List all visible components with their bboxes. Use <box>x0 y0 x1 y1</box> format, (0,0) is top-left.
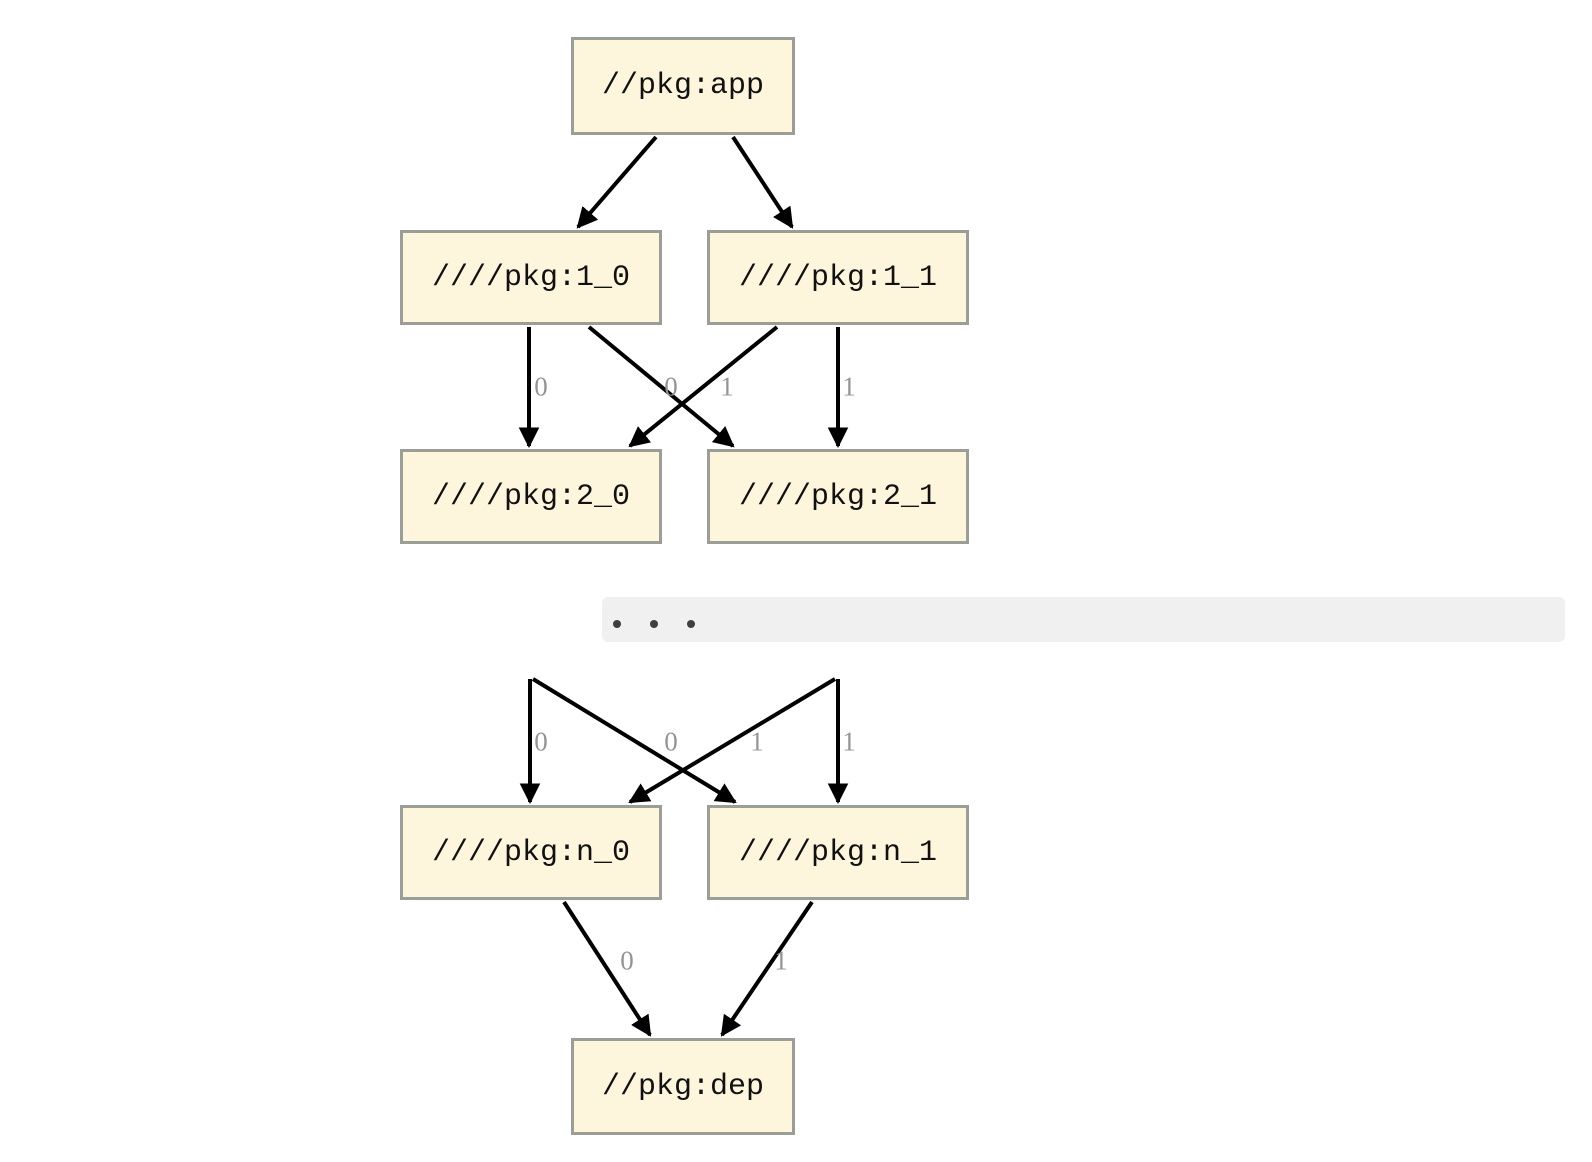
ellipsis-separator-band <box>602 597 1565 642</box>
graph-edge-n_1-to-dep <box>720 900 814 1037</box>
graph-node-n_1[interactable]: ////pkg:n_1 <box>707 805 969 900</box>
graph-edge-label: 0 <box>534 726 548 757</box>
ellipsis-dot <box>650 620 658 628</box>
graph-edge-label: 1 <box>774 945 788 976</box>
edges-group <box>518 135 849 1037</box>
graph-node-1_0[interactable]: ////pkg:1_0 <box>400 230 662 325</box>
ellipsis-dots <box>613 620 695 628</box>
graph-edge-src-to-n_0 <box>628 677 837 804</box>
graph-node-label: ////pkg:1_1 <box>738 260 938 295</box>
graph-edge-app-to-1_0 <box>576 135 658 229</box>
graph-edge-label: 1 <box>842 371 856 402</box>
ellipsis-dot <box>613 620 621 628</box>
graph-edge-label: 1 <box>720 371 734 402</box>
graph-node-label: ////pkg:2_0 <box>431 479 631 514</box>
graph-edge-app-to-1_1 <box>731 135 794 229</box>
graph-edge-label: 1 <box>750 726 764 757</box>
graph-node-label: ////pkg:1_0 <box>431 260 631 295</box>
graph-node-1_1[interactable]: ////pkg:1_1 <box>707 230 969 325</box>
graph-node-label: //pkg:app <box>601 69 765 103</box>
graph-node-label: ////pkg:n_1 <box>738 835 938 870</box>
graph-edge-n_0-to-dep <box>562 900 652 1037</box>
graph-edge-1_1-to-2_0 <box>628 325 779 448</box>
graph-node-2_1[interactable]: ////pkg:2_1 <box>707 449 969 544</box>
graph-node-n_0[interactable]: ////pkg:n_0 <box>400 805 662 900</box>
graph-edge-label: 0 <box>534 371 548 402</box>
graph-edge-1_0-to-2_1 <box>587 325 735 448</box>
ellipsis-dot <box>687 620 695 628</box>
graph-edge-label: 0 <box>664 726 678 757</box>
graph-edge-label: 0 <box>620 945 634 976</box>
graph-edge-label: 1 <box>842 726 856 757</box>
graph-node-label: ////pkg:2_1 <box>738 479 938 514</box>
graph-node-app[interactable]: //pkg:app <box>571 37 795 135</box>
graph-edge-src-to-n_1 <box>531 677 737 804</box>
graph-node-2_0[interactable]: ////pkg:2_0 <box>400 449 662 544</box>
graph-node-label: ////pkg:n_0 <box>431 835 631 870</box>
graph-node-label: //pkg:dep <box>601 1069 765 1104</box>
graph-node-dep[interactable]: //pkg:dep <box>571 1038 795 1135</box>
graph-edge-label: 0 <box>664 371 678 402</box>
